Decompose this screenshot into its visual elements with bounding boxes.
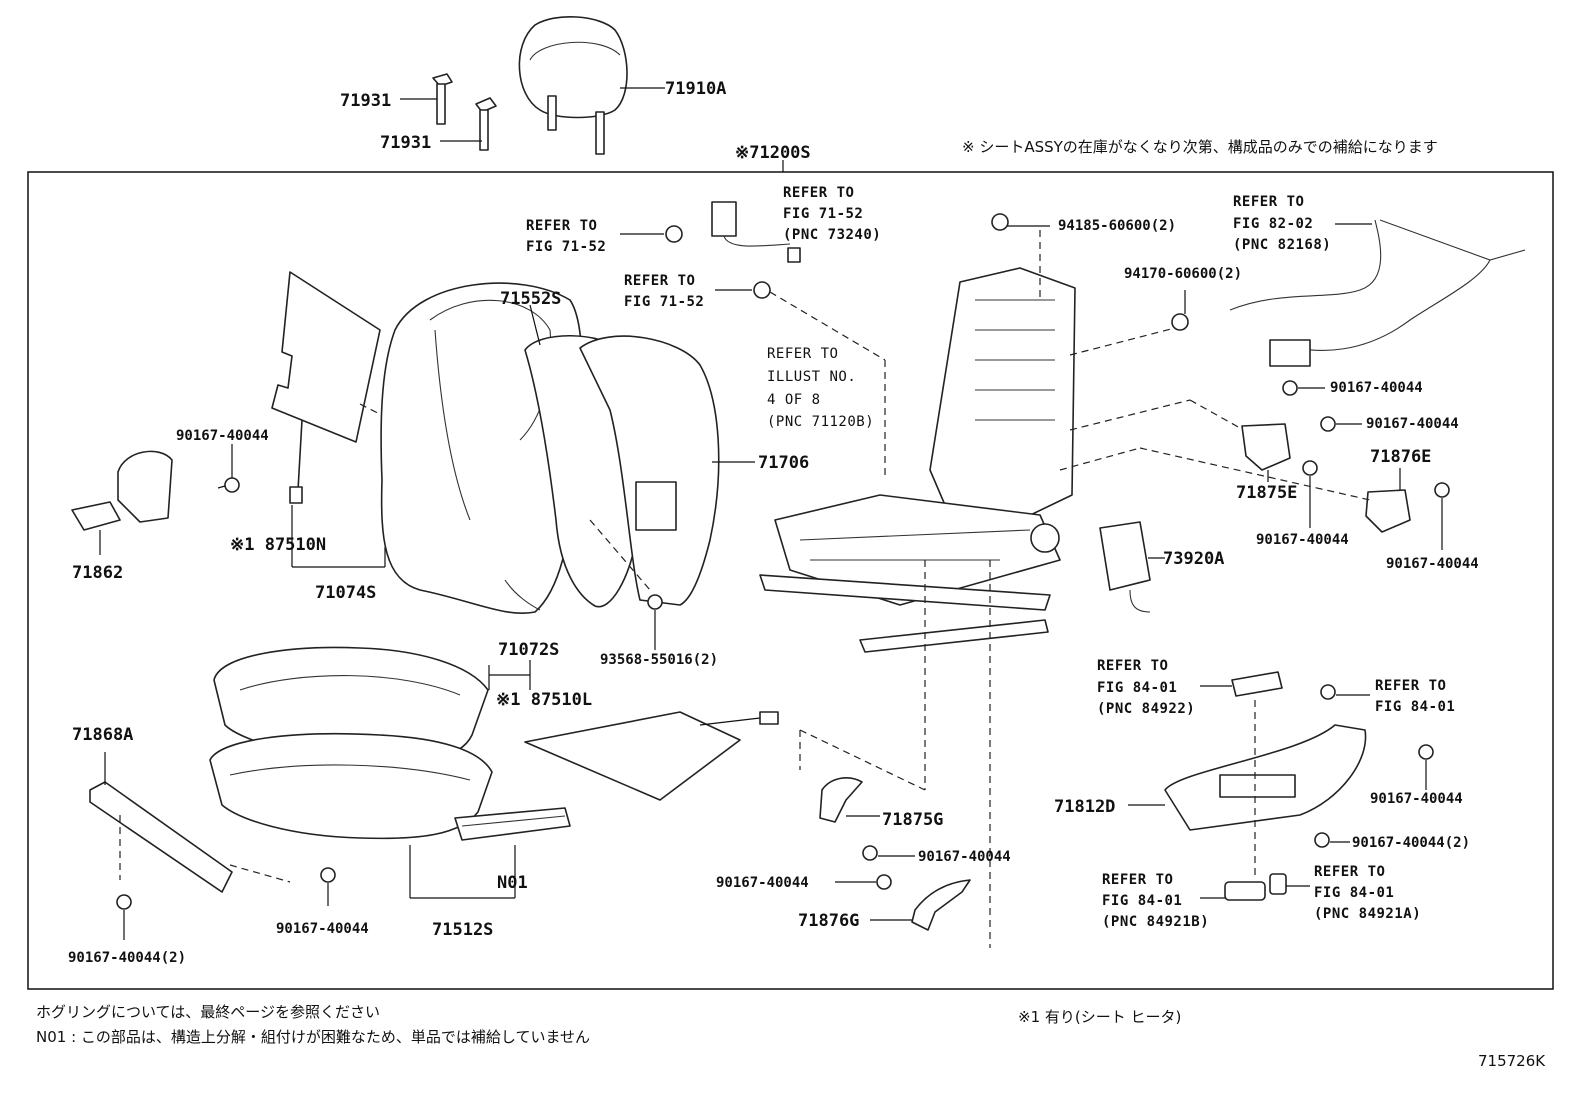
- label-71706: 71706: [758, 453, 809, 473]
- headrest-guide-71931-b: [475, 97, 497, 151]
- label-94185: 94185-60600(2): [1058, 218, 1176, 234]
- bolt-90167-r3: [1302, 460, 1318, 476]
- label-73920a: 73920A: [1163, 549, 1224, 569]
- illustration-code: 715726K: [1478, 1052, 1546, 1070]
- seatbelt-buckle: [711, 201, 801, 263]
- bolt-90167-left: [217, 477, 240, 493]
- wire-harness-82168: [1229, 219, 1526, 367]
- refer-fig-84-01-switch: REFER TO FIG 84-01 (PNC 84922): [1097, 658, 1195, 717]
- nut-94185: [991, 213, 1009, 231]
- refer-fig-71-52-buckle: REFER TO FIG 71-52 (PNC 73240): [783, 185, 881, 243]
- bolt-90167-r2: [1320, 416, 1336, 432]
- label-90167-left: 90167-40044: [176, 428, 269, 444]
- side-airbag-73920a: [1099, 521, 1151, 613]
- headrest-guide-71931-a: [432, 73, 453, 125]
- label-71931-b: 71931: [380, 133, 431, 153]
- label-90167-r2: 90167-40044: [1366, 416, 1459, 432]
- label-71876g: 71876G: [798, 911, 859, 931]
- label-90167-r3: 90167-40044: [1256, 532, 1349, 548]
- nut-ref-71-52: [753, 281, 771, 299]
- bolt-90167-br1: [1418, 744, 1434, 760]
- label-71875e: 71875E: [1236, 483, 1297, 503]
- stock-notice: ※ シートASSYの在庫がなくなり次第、構成品のみでの補給になります: [962, 138, 1438, 156]
- label-71876e: 71876E: [1370, 447, 1431, 467]
- lever-71876g: [911, 879, 971, 931]
- footnote-seat-heater: ※1 有り(シート ヒータ): [1018, 1008, 1181, 1026]
- bolt-90167-cushion: [320, 867, 336, 906]
- bolt-90167-c1: [862, 845, 878, 861]
- cushion-pad-n01: [454, 807, 571, 841]
- refer-fig-82-02: REFER TO FIG 82-02 (PNC 82168): [1233, 194, 1331, 253]
- screw-93568: [647, 594, 663, 610]
- label-87510n: ※1 87510N: [230, 535, 326, 555]
- label-90167-bl2: 90167-40044(2): [68, 950, 186, 966]
- label-90167-r4: 90167-40044: [1386, 556, 1479, 572]
- label-71512s: 71512S: [432, 920, 493, 940]
- refer-illust-4-of-8: REFER TO ILLUST NO. 4 OF 8 (PNC 71120B): [767, 346, 874, 430]
- label-71868a: 71868A: [72, 725, 133, 745]
- front-trim-71868a: [89, 781, 233, 893]
- label-94170: 94170-60600(2): [1124, 266, 1242, 282]
- label-71875g: 71875G: [882, 810, 943, 830]
- cushion-heater-87510l: [524, 711, 779, 801]
- label-90167-br1: 90167-40044: [1370, 791, 1463, 807]
- label-71552s: 71552S: [500, 289, 561, 309]
- label-71074s: 71074S: [315, 583, 376, 603]
- label-90167-r1: 90167-40044: [1330, 380, 1423, 396]
- bolt-90167-r4: [1434, 482, 1450, 498]
- seatback-heater-87510n: [271, 271, 381, 504]
- assembly-frame: [27, 171, 1554, 990]
- footnote-n01: N01 : この部品は、構造上分解・組付けが困難なため、単品では補給していません: [36, 1028, 590, 1046]
- seat-cushion-pad-71512s: [209, 732, 493, 840]
- bolt-ref-71-52: [665, 225, 683, 243]
- label-90167-c1: 90167-40044: [918, 849, 1011, 865]
- bolt-90167-c2: [876, 874, 892, 890]
- label-71910a: 71910A: [665, 79, 726, 99]
- knob-84921a: [1269, 873, 1287, 895]
- label-71200s: ※71200S: [735, 143, 811, 163]
- label-90167-c2: 90167-40044: [716, 875, 809, 891]
- lever-71875g: [819, 777, 863, 823]
- label-n01: N01: [497, 873, 528, 893]
- nut-94170: [1171, 313, 1189, 331]
- label-71931-a: 71931: [340, 91, 391, 111]
- bolt-90167-br2: [1314, 832, 1330, 848]
- label-71862: 71862: [72, 563, 123, 583]
- side-cover-71812d: [1164, 724, 1367, 831]
- label-71072s: 71072S: [498, 640, 559, 660]
- headrest-71910a: [518, 16, 628, 155]
- seat-frame-71120b: [759, 267, 1076, 653]
- bracket-71876e: [1365, 489, 1411, 533]
- label-90167-br2: 90167-40044(2): [1352, 835, 1470, 851]
- bracket-71875e: [1241, 423, 1291, 471]
- refer-fig-71-52-left: REFER TO FIG 71-52: [526, 218, 606, 255]
- refer-fig-84-01-bolt: REFER TO FIG 84-01: [1375, 678, 1455, 715]
- refer-fig-84-01-knob-a: REFER TO FIG 84-01 (PNC 84921A): [1314, 864, 1421, 922]
- bolt-ref-8401: [1320, 684, 1336, 700]
- bolt-90167-bottom-left: [116, 894, 132, 940]
- side-cover-71862: [71, 450, 173, 531]
- footnote-hog-ring: ホグリングについては、最終ページを参照ください: [36, 1003, 380, 1021]
- refer-fig-71-52-mid: REFER TO FIG 71-52: [624, 273, 704, 310]
- knob-84921b: [1224, 881, 1266, 901]
- label-90167-bl1: 90167-40044: [276, 921, 369, 937]
- label-93568: 93568-55016(2): [600, 652, 718, 668]
- bolt-90167-r1: [1282, 380, 1298, 396]
- seatback-board-71706: [579, 335, 720, 606]
- switch-84922: [1231, 671, 1283, 697]
- label-71812d: 71812D: [1054, 797, 1115, 817]
- label-87510l: ※1 87510L: [496, 690, 592, 710]
- refer-fig-84-01-knob-b: REFER TO FIG 84-01 (PNC 84921B): [1102, 872, 1209, 930]
